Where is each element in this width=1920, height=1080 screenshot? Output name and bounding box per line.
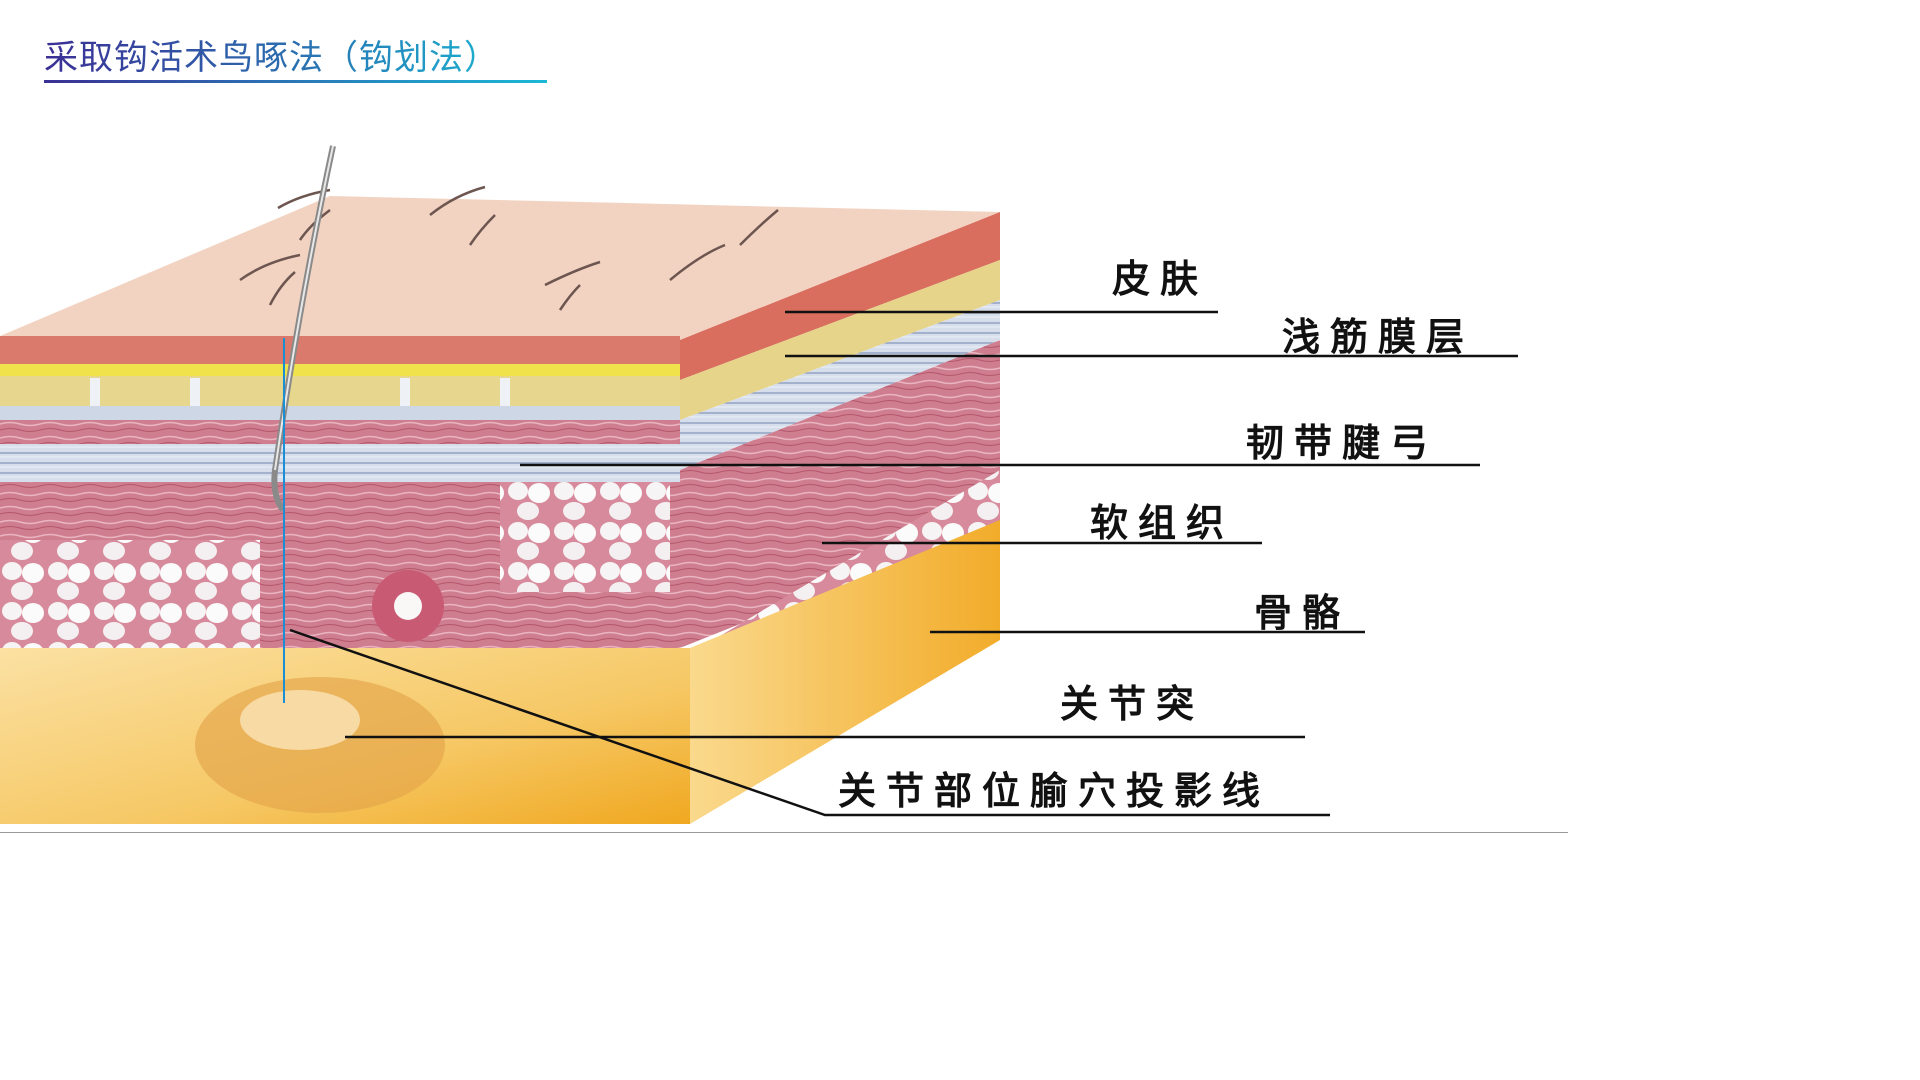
label-bone: 骨骼 xyxy=(1254,590,1351,635)
leader-lines xyxy=(289,310,1518,817)
footer-divider xyxy=(0,832,1568,833)
label-ligament-tendon-bow: 韧带腱弓 xyxy=(1246,420,1439,465)
page-title: 采取钩活术鸟啄法（钩划法） xyxy=(44,30,499,79)
hair-icons xyxy=(239,185,779,311)
anatomy-diagram xyxy=(0,145,1518,824)
label-projection-line: 关节部位腧穴投影线 xyxy=(838,768,1271,813)
label-superficial-fascia: 浅筋膜层 xyxy=(1282,314,1475,359)
label-soft-tissue: 软组织 xyxy=(1090,500,1235,545)
title-underline xyxy=(44,80,547,83)
label-articular-process: 关节突 xyxy=(1060,681,1205,726)
label-skin: 皮肤 xyxy=(1112,256,1209,301)
skin-surface xyxy=(0,196,1000,340)
